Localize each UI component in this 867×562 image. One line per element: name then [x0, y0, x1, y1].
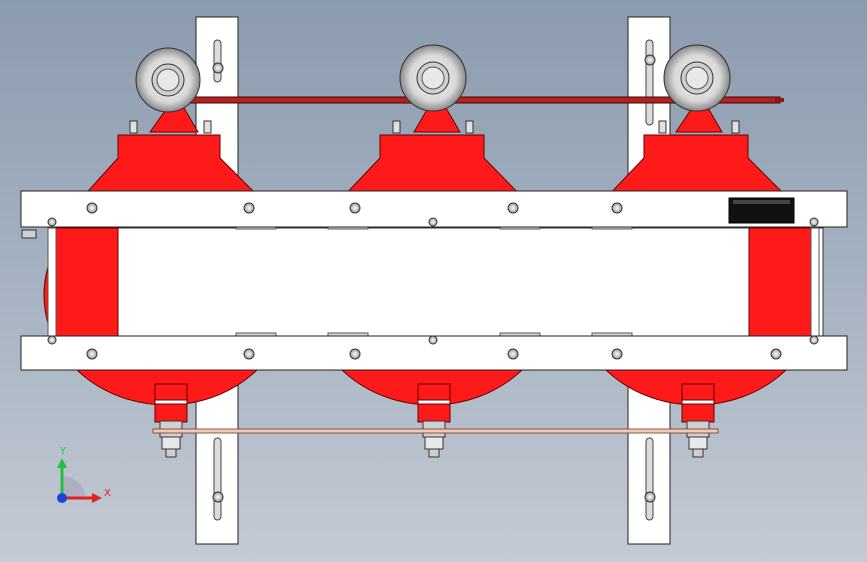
pulley-left	[135, 47, 201, 113]
side-bolts	[21, 229, 37, 239]
pulley-right	[663, 44, 731, 112]
y-axis-label: Y	[59, 446, 67, 457]
body-top-bolts	[129, 120, 740, 134]
bottom-connecting-bar	[152, 428, 719, 434]
bottom-clamp-right	[681, 383, 715, 458]
coordinate-triad: Y X	[57, 446, 111, 503]
bottom-clamp-left	[154, 383, 188, 458]
central-housing	[47, 227, 824, 337]
bottom-clamp-center	[417, 383, 451, 458]
z-axis-dot	[57, 493, 67, 503]
x-axis-label: X	[104, 488, 111, 499]
strap-nuts	[212, 54, 656, 503]
pulley-center	[399, 44, 467, 112]
frame-hex-nuts	[47, 202, 819, 360]
